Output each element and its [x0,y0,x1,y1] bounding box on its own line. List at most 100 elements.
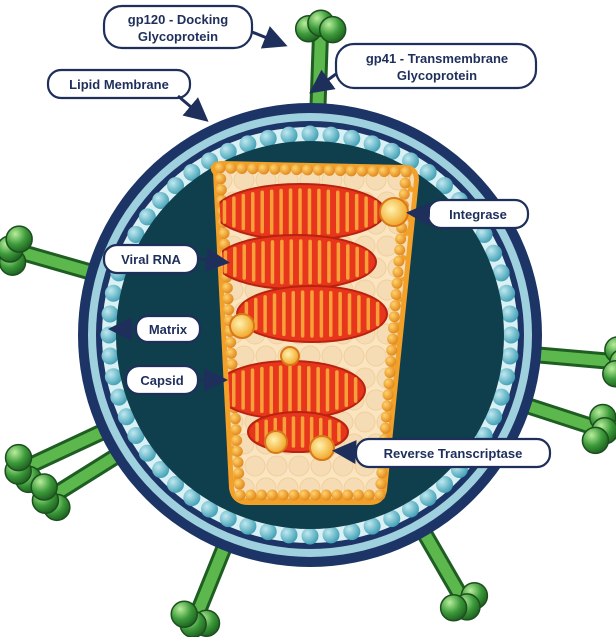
capsid-bead [215,184,227,196]
capsid-texture-bubble [354,411,376,433]
label-viral-rna: Viral RNA [102,243,230,275]
capsid-bead [236,162,248,174]
capsid-bead [218,227,230,239]
capsid-bead [391,277,403,289]
viral-rna-label: Viral RNA [121,252,181,267]
capsid-bead [221,282,233,294]
capsid-texture-bubble [365,389,387,411]
matrix-bead [280,526,298,544]
capsid-bead [392,266,404,278]
matrix-bead [138,208,156,226]
matrix-bead [402,500,419,518]
gp41-stalk-highlight [27,425,111,470]
capsid-bead [334,165,346,177]
arrow-icon [251,26,288,49]
arrow-icon [197,248,230,272]
capsid-bead [395,233,407,245]
capsid-bead [379,422,391,434]
capsid-bead [229,413,241,425]
gp120-knob [318,15,347,44]
capsid-bead [381,400,393,412]
capsid-bead [394,244,406,256]
matrix-bead [419,489,437,507]
label-matrix: Matrix [108,314,202,344]
arrow-icon [177,94,209,122]
capsid-bead [323,164,335,176]
rna-coil-body [215,234,377,290]
matrix-bead [201,500,218,518]
matrix-bead [498,368,516,386]
matrix-bead [419,163,437,181]
capsid-bead [382,389,394,401]
matrix-bead [343,523,361,541]
label-reverse-transcriptase: Reverse Transcriptase [332,437,552,469]
capsid-bead [309,489,321,501]
matrix-bead [101,305,119,323]
matrix-bead [239,135,257,153]
gp120-knob [4,443,33,472]
matrix-bead [475,226,493,243]
capsid-texture-bubble [365,345,387,367]
matrix-bead [219,142,237,160]
capsid-bead [225,336,237,348]
capsid-bead [280,163,292,175]
capsid-bead [342,489,354,501]
gp41-stalk-highlight [193,539,231,615]
matrix-bead [104,284,122,302]
rna-coil [215,183,386,241]
capsid-bead [380,411,392,423]
gp41-label-line1: gp41 - Transmembrane [366,51,508,66]
capsid-bead [302,164,314,176]
capsid-bead [363,489,375,501]
capsid-bead [399,177,411,189]
gp41-stalk-highlight [19,247,99,279]
matrix-bead [127,427,145,444]
label-gp41: gp41 - Transmembrane Glycoprotein [309,42,538,94]
gp120-knob [5,225,33,253]
label-integrase: Integrase [406,198,530,230]
matrix-bead [110,388,128,406]
gp41-label-line2: Glycoprotein [397,68,477,83]
matrix-label: Matrix [149,322,188,337]
capsid-bead [398,188,410,200]
capsid-bead [389,300,401,312]
capsid-texture-bubble [266,455,288,477]
matrix-bead [259,523,277,541]
matrix-bead [322,126,340,144]
arrow-icon [406,202,431,227]
label-gp120: gp120 - Docking Glycoprotein [102,4,288,50]
gp120-label-line2: Glycoprotein [138,29,218,44]
envelope-spike-icon [0,225,102,282]
capsid-bead [345,165,357,177]
capsid-texture-bubble [244,455,266,477]
matrix-bead [501,347,519,365]
envelope-spike-icon [414,522,489,622]
matrix-bead [280,126,298,144]
capsid-bead [291,164,303,176]
matrix-bead [383,142,401,160]
matrix-bead [343,129,361,147]
matrix-bead [498,284,516,302]
matrix-bead [383,510,401,528]
capsid-bead [352,489,364,501]
capsid-bead [233,478,245,490]
matrix-bead [138,444,156,462]
capsid-bead [400,166,412,178]
capsid-bead [230,424,242,436]
enzyme-small-3 [264,430,288,454]
matrix-bead [219,510,237,528]
capsid-bead [320,489,332,501]
matrix-bead [117,408,135,426]
capsid-bead [256,489,268,501]
capsid-bead [266,489,278,501]
matrix-bead [301,125,319,143]
capsid-bead [374,489,386,501]
matrix-bead [435,475,453,493]
matrix-bead [183,489,201,507]
matrix-bead [167,177,185,195]
capsid-bead [331,489,343,501]
matrix-bead [363,135,381,153]
gp120-label-line1: gp120 - Docking [128,12,228,27]
matrix-bead [485,408,503,426]
